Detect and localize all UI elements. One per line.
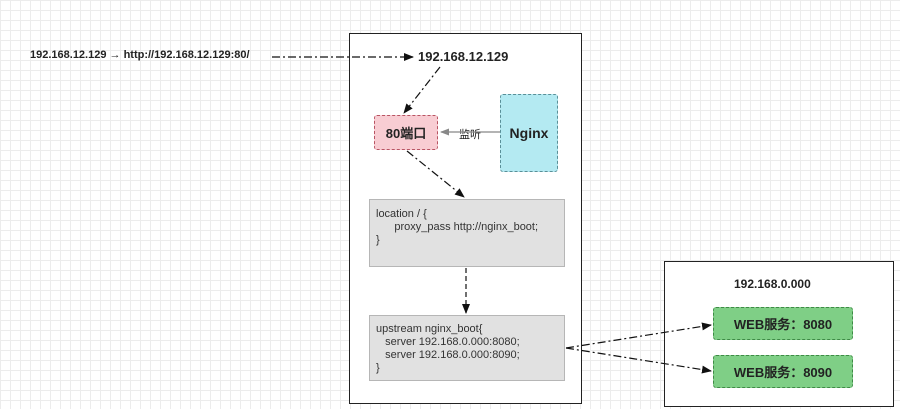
upstream-block: upstream nginx_boot{ server 192.168.0.00… — [369, 315, 565, 381]
upstream-line-4: } — [376, 362, 380, 374]
arrow-port-to-location — [406, 150, 465, 198]
arrow-upstream-to-8090 — [565, 347, 712, 374]
web-service-8080-node: WEB服务：8080 — [713, 307, 853, 340]
arrow-upstream-to-8080 — [565, 322, 712, 349]
web-service-8090-node: WEB服务：8090 — [713, 355, 853, 388]
request-label: 192.168.12.129 → http://192.168.12.129:8… — [30, 49, 250, 61]
location-line-3: } — [376, 234, 380, 246]
location-block: location / { proxy_pass http://nginx_boo… — [369, 199, 565, 267]
upstream-line-3: server 192.168.0.000:8090; — [376, 349, 520, 361]
nginx-node: Nginx — [500, 94, 558, 172]
upstream-line-1: upstream nginx_boot{ — [376, 323, 483, 335]
server-ip-label: 192.168.12.129 — [418, 49, 509, 64]
location-line-1: location / { — [376, 208, 427, 220]
arrow-ip-to-port — [403, 66, 441, 114]
port-80-node: 80端口 — [374, 115, 438, 150]
upstream-line-2: server 192.168.0.000:8080; — [376, 336, 520, 348]
location-line-2: proxy_pass http://nginx_boot; — [376, 221, 539, 233]
backend-ip-label: 192.168.0.000 — [734, 277, 811, 291]
